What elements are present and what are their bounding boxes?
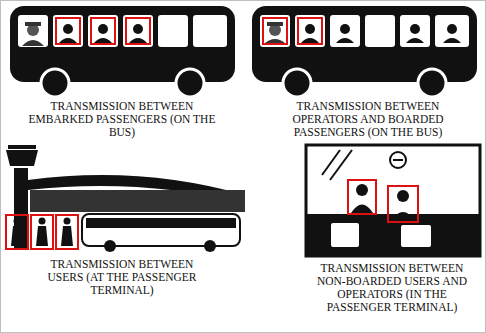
caption: TRANSMISSION BETWEEN EMBARKED PASSENGERS… [22, 100, 222, 139]
terminal-icon [6, 145, 245, 252]
bus-icon [252, 6, 477, 97]
caption: TRANSMISSION BETWEEN USERS (AT THE PASSE… [47, 258, 197, 297]
caption: TRANSMISSION BETWEEN NON-BOARDED USERS A… [306, 262, 478, 314]
counter-icon [306, 145, 480, 256]
bus-icon [10, 6, 235, 97]
caption: TRANSMISSION BETWEEN OPERATORS AND BOARD… [263, 100, 473, 139]
